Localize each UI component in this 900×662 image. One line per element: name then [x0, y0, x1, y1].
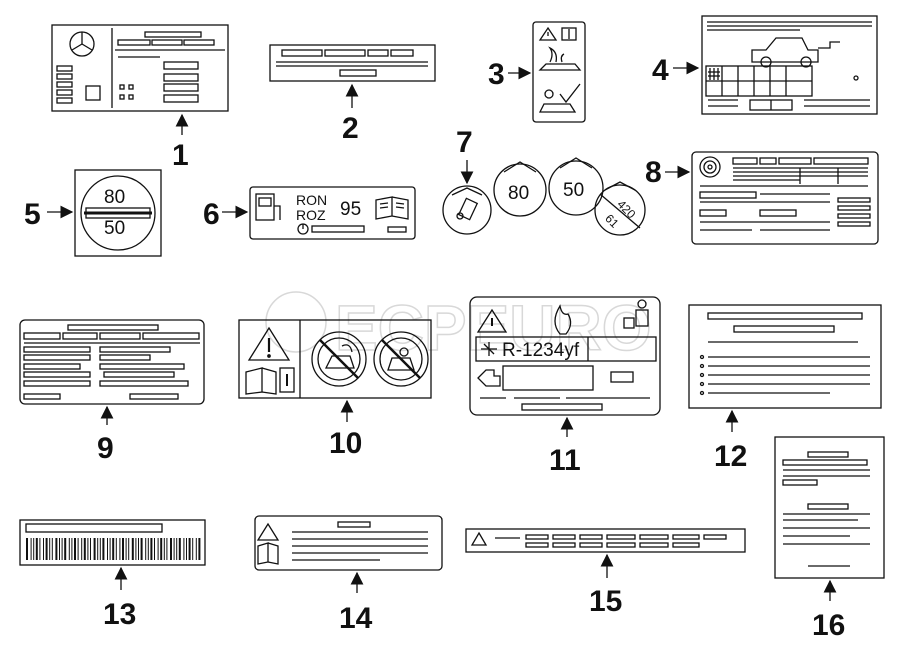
label-3[interactable] — [532, 21, 586, 123]
label-16[interactable] — [774, 436, 885, 579]
label-5-text: 80 50 — [104, 187, 125, 239]
callout-5: 5 — [24, 198, 41, 231]
label-5[interactable] — [74, 169, 162, 257]
callout-7: 7 — [456, 126, 473, 159]
seat-check-icon — [538, 83, 581, 113]
label-12[interactable] — [688, 304, 882, 409]
callout-10: 10 — [329, 427, 362, 460]
warning-icon — [256, 522, 280, 541]
callout-numbers: 1 2 3 4 5 6 7 8 9 10 11 12 13 14 15 16 — [24, 54, 845, 642]
barcode-icon — [26, 538, 201, 560]
fuel-grade-line2: ROZ — [296, 207, 326, 223]
speed-top: 80 — [104, 187, 125, 208]
callout-3: 3 — [488, 58, 505, 91]
callout-1: 1 — [172, 139, 189, 172]
no-child-seat-icon-2 — [373, 331, 429, 387]
book-icon — [375, 196, 409, 220]
callout-8: 8 — [645, 156, 662, 189]
no-child-seat-icon-1 — [311, 331, 367, 387]
speed-sign-420 — [594, 181, 646, 236]
label-6[interactable] — [249, 186, 416, 240]
callout-9: 9 — [97, 432, 114, 465]
flame-icon — [554, 304, 572, 335]
label-4[interactable] — [701, 15, 878, 115]
sign-a-value: 80 — [508, 183, 529, 204]
speed-sign-50 — [548, 157, 604, 216]
callout-6: 6 — [203, 198, 220, 231]
fuel-grade-line1: RON — [296, 192, 327, 208]
warning-icon — [538, 26, 558, 41]
speed-bottom: 50 — [104, 218, 125, 239]
manual-icon — [245, 367, 295, 395]
callout-12: 12 — [714, 440, 747, 473]
label-10[interactable] — [238, 319, 432, 399]
manual-icon — [257, 542, 279, 565]
sign-b-value: 50 — [563, 180, 584, 201]
warning-icon — [470, 531, 488, 546]
star-logo-icon — [297, 223, 309, 235]
label-9[interactable] — [19, 319, 205, 405]
vehicle-icon — [751, 37, 840, 68]
label-11-text: R-1234yf — [502, 340, 580, 361]
warning-icon — [476, 308, 508, 333]
label-1[interactable] — [51, 24, 229, 112]
label-11[interactable] — [469, 296, 661, 416]
callout-4: 4 — [652, 54, 669, 87]
octane-value: 95 — [340, 199, 361, 220]
ac-symbol-icon — [481, 342, 497, 356]
watermark: ECPEURO — [265, 291, 652, 365]
callout-15: 15 — [589, 585, 622, 618]
label-7-text: 80 50 420 61 — [508, 180, 639, 231]
refrigerant-type: R-1234yf — [502, 340, 580, 361]
bullet-list — [699, 354, 870, 396]
star-logo-icon — [69, 31, 95, 57]
label-7[interactable] — [442, 157, 646, 236]
speed-sign-80 — [493, 161, 547, 217]
warning-icon — [247, 326, 291, 361]
label-13[interactable] — [19, 519, 206, 566]
callout-11: 11 — [549, 444, 581, 477]
label-2[interactable] — [269, 44, 436, 82]
callout-16: 16 — [812, 609, 845, 642]
speed-warning-sign-a — [442, 185, 492, 235]
label-14[interactable] — [254, 515, 443, 571]
engine-icon — [477, 369, 501, 387]
temperature-icon — [456, 197, 479, 221]
seat-flame-icon — [538, 46, 582, 71]
label-6-text: RON ROZ 95 — [296, 192, 361, 223]
callout-13: 13 — [103, 598, 136, 631]
fuel-pump-icon — [255, 193, 281, 221]
callout-2: 2 — [342, 112, 359, 145]
sign-c-bottom: 61 — [602, 211, 622, 231]
leader-arrows — [47, 61, 837, 601]
tire-icon — [699, 156, 721, 178]
label-8[interactable] — [691, 151, 879, 245]
label-15[interactable] — [465, 528, 746, 553]
manual-icon — [561, 27, 577, 41]
callout-14: 14 — [339, 602, 373, 635]
mechanic-icon — [623, 299, 649, 329]
